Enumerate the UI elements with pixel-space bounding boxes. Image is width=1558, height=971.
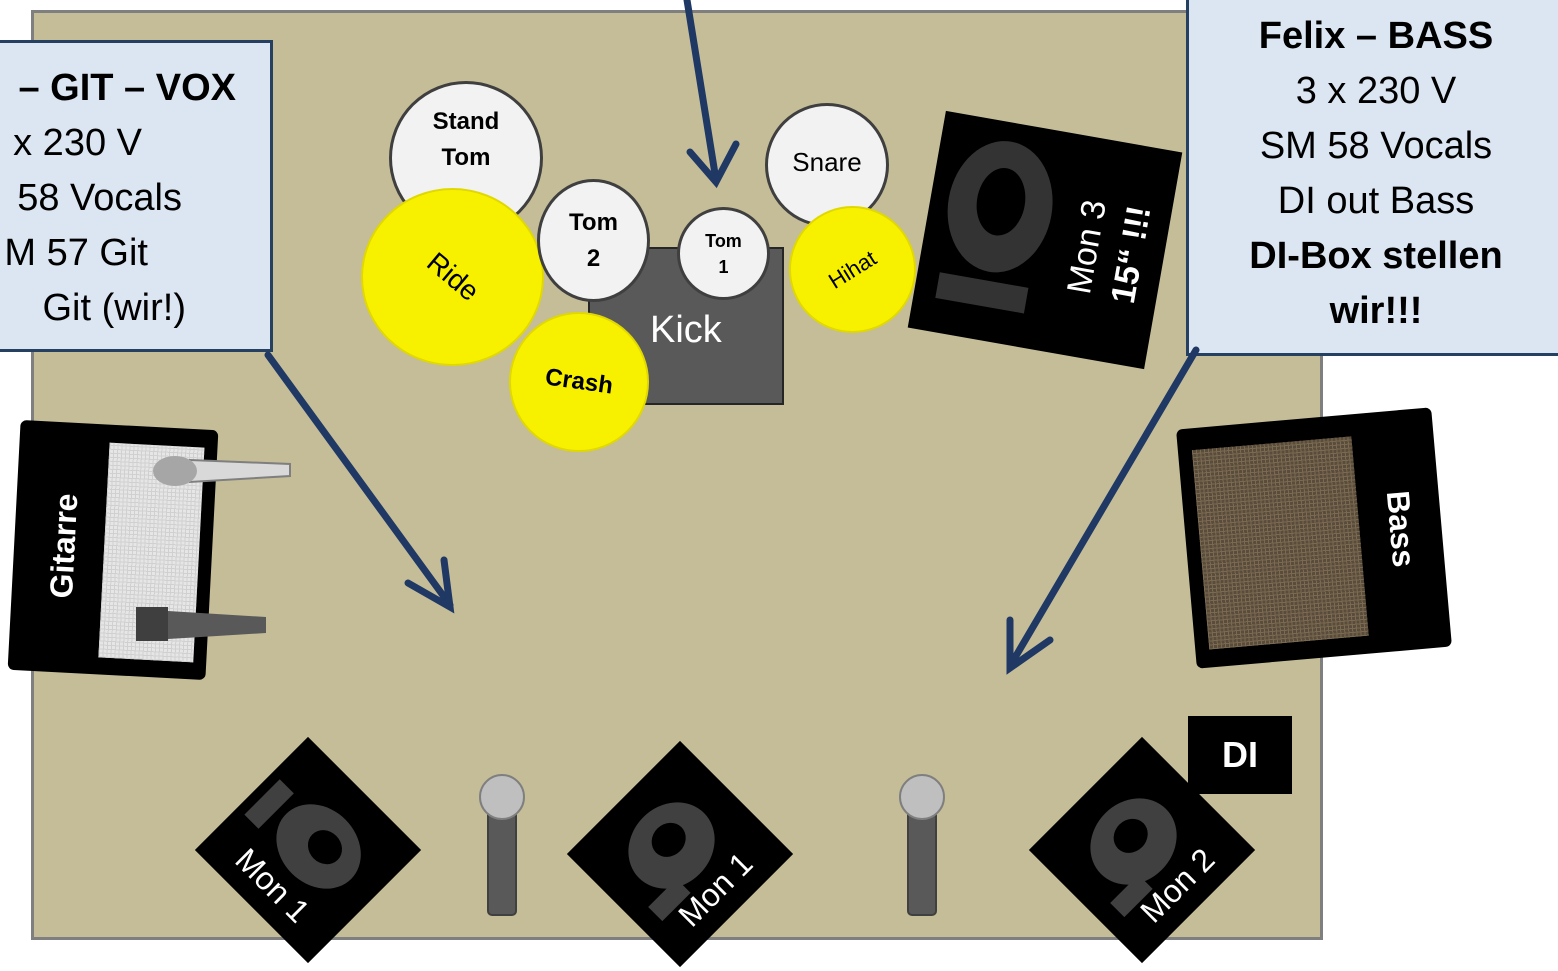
callout-left-line-4: M 57 Git: [4, 232, 148, 274]
speaker-icon: [935, 141, 1053, 314]
arrow-left-callout: [264, 351, 454, 609]
tom-2-label-1: Tom: [569, 208, 618, 236]
callout-right-line-6: wir!!!: [1329, 290, 1423, 332]
callout-left: – GIT – VOX x 230 V 58 Vocals M 57 Git G…: [0, 40, 273, 352]
snare-label: Snare: [792, 146, 862, 177]
tom-1-label-2: 1: [718, 256, 729, 277]
monitor-3: Mon 3 15“ !!!: [907, 110, 1183, 370]
callout-left-line-2: x 230 V: [13, 122, 142, 164]
callout-right-line-2: 3 x 230 V: [1295, 70, 1457, 112]
vocal-mic-left-icon: [479, 774, 525, 916]
callout-left-line-5: Git (wir!): [42, 287, 186, 329]
tom-2: Tom 2: [537, 179, 650, 302]
snare-drum: Snare: [765, 103, 889, 227]
guitar-cable-mic-icon: [136, 607, 266, 641]
stand-tom-label-2: Tom: [441, 144, 491, 171]
callout-left-line-3: 58 Vocals: [17, 177, 182, 219]
callout-right-line-1: Felix – BASS: [1258, 15, 1494, 57]
di-box: DI: [1188, 716, 1292, 794]
arrow-top-drums: [683, 0, 720, 184]
callout-left-line-1: – GIT – VOX: [18, 67, 236, 109]
callout-right-line-5: DI-Box stellen: [1249, 235, 1503, 277]
guitar-mic-icon: [153, 456, 291, 486]
ride-cymbal: Ride: [361, 188, 544, 366]
monitor-2: Mon 2: [1028, 736, 1256, 964]
callout-right-line-3: SM 58 Vocals: [1259, 125, 1493, 167]
monitor-1-center: Mon 1: [566, 740, 794, 968]
speaker-icon: [1090, 798, 1177, 918]
tom-1-label-1: Tom: [705, 230, 742, 251]
speaker-icon: [628, 802, 715, 922]
hihat-cymbal: Hihat: [789, 206, 916, 333]
arrow-left-callout-head: [404, 556, 455, 614]
crash-cymbal: Crash: [509, 312, 649, 452]
callout-right-line-4: DI out Bass: [1277, 180, 1475, 222]
arrow-right-callout-head: [1006, 616, 1054, 675]
callout-right: Felix – BASS 3 x 230 V SM 58 Vocals DI o…: [1186, 0, 1558, 356]
monitor-1-left: Mon 1: [194, 736, 422, 964]
speaker-icon: [244, 779, 361, 889]
vocal-mic-right-icon: [899, 774, 945, 916]
arrow-right-callout: [1006, 346, 1200, 670]
kick-label: Kick: [650, 309, 722, 351]
stand-tom-label-1: Stand: [432, 108, 500, 135]
tom-2-label-2: 2: [586, 244, 601, 272]
arrow-top-drums-head: [686, 140, 740, 189]
tom-1: Tom 1: [677, 207, 770, 300]
